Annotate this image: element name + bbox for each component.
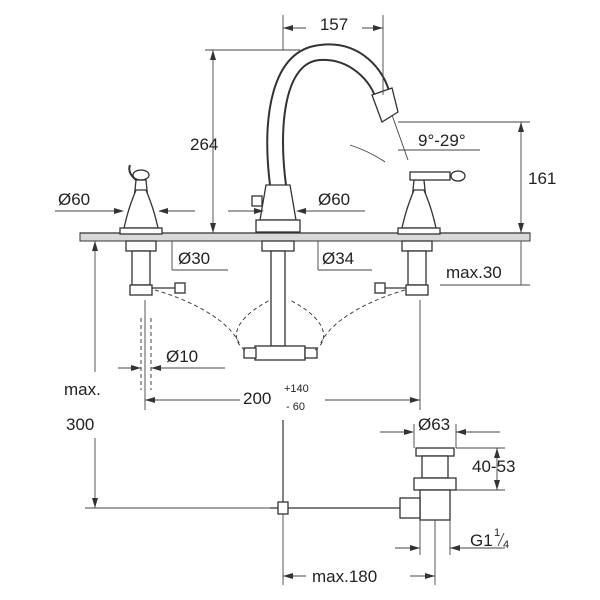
left-valve-body [125, 240, 186, 296]
dim-hole-spout: Ø34 [322, 249, 354, 268]
dim-rod-reach: max.180 [312, 567, 377, 586]
dim-hole-handle: Ø30 [178, 249, 210, 268]
spout [251, 43, 399, 233]
hose-loop [154, 289, 406, 351]
left-handle [119, 164, 163, 235]
right-valve-body [374, 240, 433, 296]
dim-spout-base: Ø60 [318, 190, 350, 209]
dim-deck-thickness: max.30 [446, 263, 502, 282]
right-handle [397, 170, 466, 235]
dim-spacing-main: 200 [243, 389, 271, 408]
dim-max-value: 300 [66, 415, 94, 434]
waste-valve [399, 447, 457, 521]
dim-outlet-height: 161 [528, 169, 556, 188]
dim-spout-reach: 157 [320, 15, 348, 34]
popup-rod [270, 420, 400, 515]
dim-spout-height: 264 [190, 135, 218, 154]
dim-waste-range: 40-53 [472, 457, 515, 476]
spout-shank [243, 240, 318, 361]
dim-spacing-plus: +140 [284, 383, 309, 395]
dim-thread-num: 1 [494, 527, 500, 539]
dim-thread-den: 4 [503, 539, 509, 551]
dim-hose: Ø10 [166, 347, 198, 366]
dim-waste-diameter: Ø63 [418, 415, 450, 434]
dim-thread-main: G1 [470, 531, 493, 550]
dim-max-label: max. [64, 380, 101, 399]
dim-spacing-minus: - 60 [286, 401, 305, 413]
dim-handle-base: Ø60 [58, 190, 90, 209]
dim-spout-angle: 9°-29° [418, 131, 466, 150]
